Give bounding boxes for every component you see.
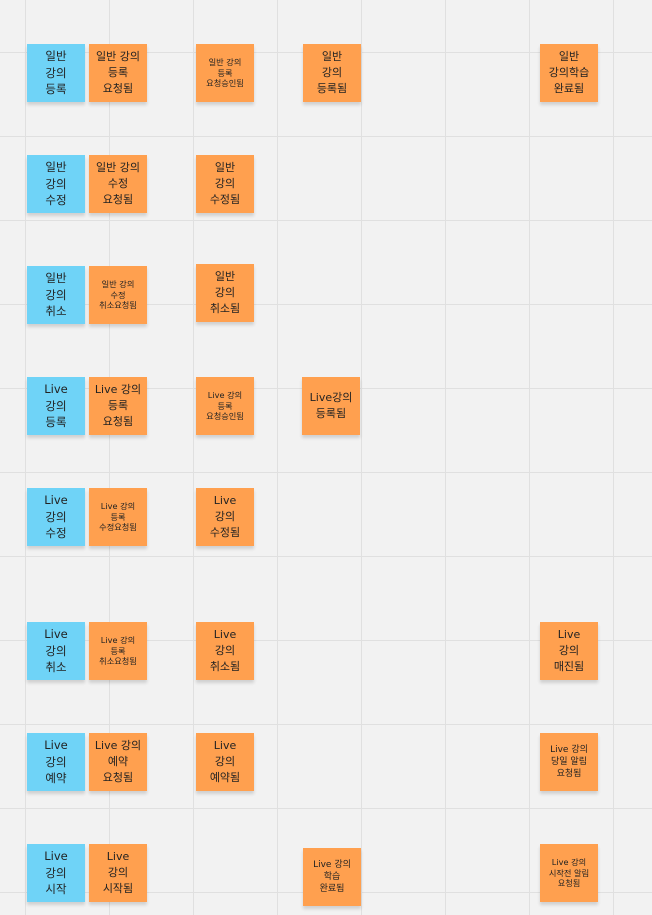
event-sticky-live-day-alert-requested[interactable]: Live 강의 당일 알림 요청됨 bbox=[540, 733, 598, 791]
command-sticky-live-register[interactable]: Live 강의 등록 bbox=[27, 377, 85, 435]
command-sticky-general-register[interactable]: 일반 강의 등록 bbox=[27, 44, 85, 102]
command-sticky-live-start[interactable]: Live 강의 시작 bbox=[27, 844, 85, 902]
event-sticky-general-registered[interactable]: 일반 강의 등록됨 bbox=[303, 44, 361, 102]
event-sticky-live-modify-requested[interactable]: Live 강의 등록 수정요청됨 bbox=[89, 488, 147, 546]
event-sticky-live-reserved[interactable]: Live 강의 예약됨 bbox=[196, 733, 254, 791]
event-sticky-general-modified[interactable]: 일반 강의 수정됨 bbox=[196, 155, 254, 213]
event-sticky-live-register-requested[interactable]: Live 강의 등록 요청됨 bbox=[89, 377, 147, 435]
event-sticky-general-learning-completed[interactable]: 일반 강의학습 완료됨 bbox=[540, 44, 598, 102]
command-sticky-general-cancel[interactable]: 일반 강의 취소 bbox=[27, 266, 85, 324]
event-sticky-live-cancelled[interactable]: Live 강의 취소됨 bbox=[196, 622, 254, 680]
event-sticky-live-modified[interactable]: Live 강의 수정됨 bbox=[196, 488, 254, 546]
event-sticky-general-register-requested[interactable]: 일반 강의 등록 요청됨 bbox=[89, 44, 147, 102]
event-sticky-live-registered[interactable]: Live강의 등록됨 bbox=[302, 377, 360, 435]
event-sticky-live-reserve-requested[interactable]: Live 강의 예약 요청됨 bbox=[89, 733, 147, 791]
event-sticky-general-cancelled[interactable]: 일반 강의 취소됨 bbox=[196, 264, 254, 322]
event-sticky-general-modify-requested[interactable]: 일반 강의 수정 요청됨 bbox=[89, 155, 147, 213]
command-sticky-live-cancel[interactable]: Live 강의 취소 bbox=[27, 622, 85, 680]
event-sticky-general-register-approved[interactable]: 일반 강의 등록 요청승인됨 bbox=[196, 44, 254, 102]
event-sticky-general-cancel-requested[interactable]: 일반 강의 수정 취소요청됨 bbox=[89, 266, 147, 324]
command-sticky-general-modify[interactable]: 일반 강의 수정 bbox=[27, 155, 85, 213]
event-sticky-live-register-approved[interactable]: Live 강의 등록 요청승인됨 bbox=[196, 377, 254, 435]
command-sticky-live-modify[interactable]: Live 강의 수정 bbox=[27, 488, 85, 546]
command-sticky-live-reserve[interactable]: Live 강의 예약 bbox=[27, 733, 85, 791]
event-sticky-live-started[interactable]: Live 강의 시작됨 bbox=[89, 844, 147, 902]
event-sticky-live-pre-start-alert-requested[interactable]: Live 강의 시작전 알림 요청됨 bbox=[540, 844, 598, 902]
event-sticky-live-cancel-requested[interactable]: Live 강의 등록 취소요청됨 bbox=[89, 622, 147, 680]
event-sticky-live-learning-completed[interactable]: Live 강의 학습 완료됨 bbox=[303, 848, 361, 906]
event-sticky-live-sold-out[interactable]: Live 강의 매진됨 bbox=[540, 622, 598, 680]
